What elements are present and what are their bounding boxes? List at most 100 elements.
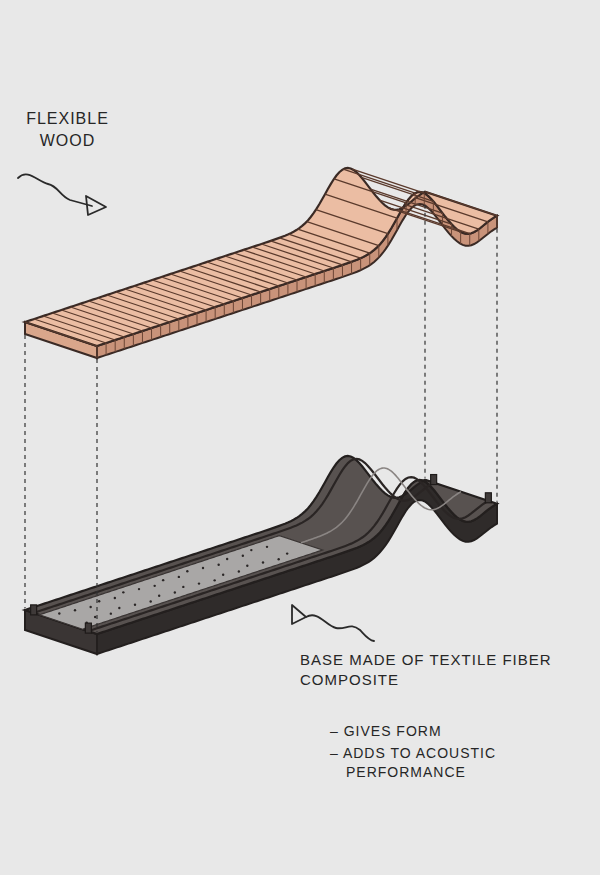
slat-end — [251, 295, 252, 307]
perforation-dot — [134, 604, 136, 606]
perforation-dot — [277, 558, 279, 560]
wood-slat — [207, 262, 279, 286]
slat-end — [233, 301, 234, 313]
slat-end — [451, 224, 452, 236]
projection-lines — [25, 205, 497, 632]
perforation-dot — [114, 597, 116, 599]
wood-slat — [416, 198, 488, 222]
slat-end — [433, 201, 434, 213]
wood-slat — [425, 192, 497, 216]
rail-flange — [485, 493, 491, 503]
wood-slat — [252, 247, 324, 271]
perforation-dot — [110, 612, 112, 614]
slat-end — [178, 319, 179, 331]
wood-slat — [116, 292, 188, 316]
wood-slat — [352, 169, 424, 193]
perforation-dot — [178, 576, 180, 578]
wood-slat — [34, 319, 106, 343]
perforation-dot — [174, 591, 176, 593]
side-rail — [34, 459, 434, 613]
wood-slat — [134, 286, 206, 310]
slat-end — [469, 234, 470, 246]
perforation-dot — [153, 585, 155, 587]
slat-end — [169, 322, 170, 334]
wood-slat — [80, 304, 152, 328]
slat-end — [151, 328, 152, 340]
perforation-dot — [162, 579, 164, 581]
perforation-dot — [94, 616, 96, 618]
slat-end — [115, 340, 116, 352]
perforation-dot — [74, 609, 76, 611]
wood-slat — [225, 256, 297, 280]
slat-end — [224, 304, 225, 316]
slat-end — [242, 298, 243, 310]
wood-slat — [343, 169, 415, 193]
slat-end — [387, 234, 388, 246]
slat-end — [106, 343, 107, 355]
perforation-dot — [138, 588, 140, 590]
projection-line — [496, 229, 497, 502]
wood-slat — [161, 277, 233, 301]
wood-slat — [52, 313, 124, 337]
side-rail — [88, 477, 488, 631]
perforation-dot — [217, 564, 219, 566]
slat-end — [260, 292, 261, 304]
perforation-dot — [250, 549, 252, 551]
perforation-dot — [242, 555, 244, 557]
slat-end — [487, 222, 488, 234]
slat-end — [460, 232, 461, 244]
wood-slat — [243, 250, 315, 274]
wood-slat — [143, 283, 215, 307]
channel-floor — [39, 536, 322, 630]
wood-slat — [189, 268, 261, 292]
wood-slat — [407, 205, 479, 229]
slat-end — [415, 193, 416, 205]
slat-end — [124, 337, 125, 349]
slat-end — [197, 313, 198, 325]
perforation-dot — [213, 579, 215, 581]
wood-slat — [180, 271, 252, 295]
projection-line — [424, 205, 425, 478]
perforation-dot — [262, 561, 264, 563]
slat-end — [497, 216, 498, 228]
rail-flange — [431, 475, 437, 485]
perforation-dot — [246, 565, 248, 567]
slat-end — [215, 307, 216, 319]
wood-slat — [89, 301, 161, 325]
rail-flange — [31, 605, 37, 615]
perforation-dot — [182, 586, 184, 588]
perforation-dot — [158, 595, 160, 597]
slat-end — [315, 274, 316, 286]
slat-end — [287, 283, 288, 295]
wood-slat — [216, 259, 288, 283]
wood-slat — [198, 265, 270, 289]
slat-end — [442, 213, 443, 225]
annotation-label: FLEXIBLE WOOD — [5, 108, 130, 151]
slat-end — [360, 258, 361, 270]
slat-end — [278, 286, 279, 298]
slat-end — [160, 325, 161, 337]
leader-arrowhead — [292, 605, 306, 624]
wood-slat — [234, 253, 306, 277]
wood-slat — [334, 179, 406, 203]
annotation-label: – GIVES FORM — [330, 722, 570, 741]
wood-slat — [98, 298, 170, 322]
wood-slat — [43, 316, 115, 340]
slat-end — [478, 229, 479, 241]
wood-slat — [170, 274, 242, 298]
wood-slat — [125, 289, 197, 313]
slat-end — [187, 316, 188, 328]
slat-end — [206, 310, 207, 322]
slat-end — [133, 334, 134, 346]
leader-squiggle — [18, 174, 92, 206]
perforation-dot — [89, 606, 91, 608]
wood-slat — [270, 241, 342, 265]
perforation-dot — [238, 570, 240, 572]
slat-end — [297, 280, 298, 292]
perforation-dot — [266, 546, 268, 548]
perforation-dot — [202, 567, 204, 569]
perforation-dot — [286, 552, 288, 554]
leader-squiggle — [306, 615, 374, 641]
